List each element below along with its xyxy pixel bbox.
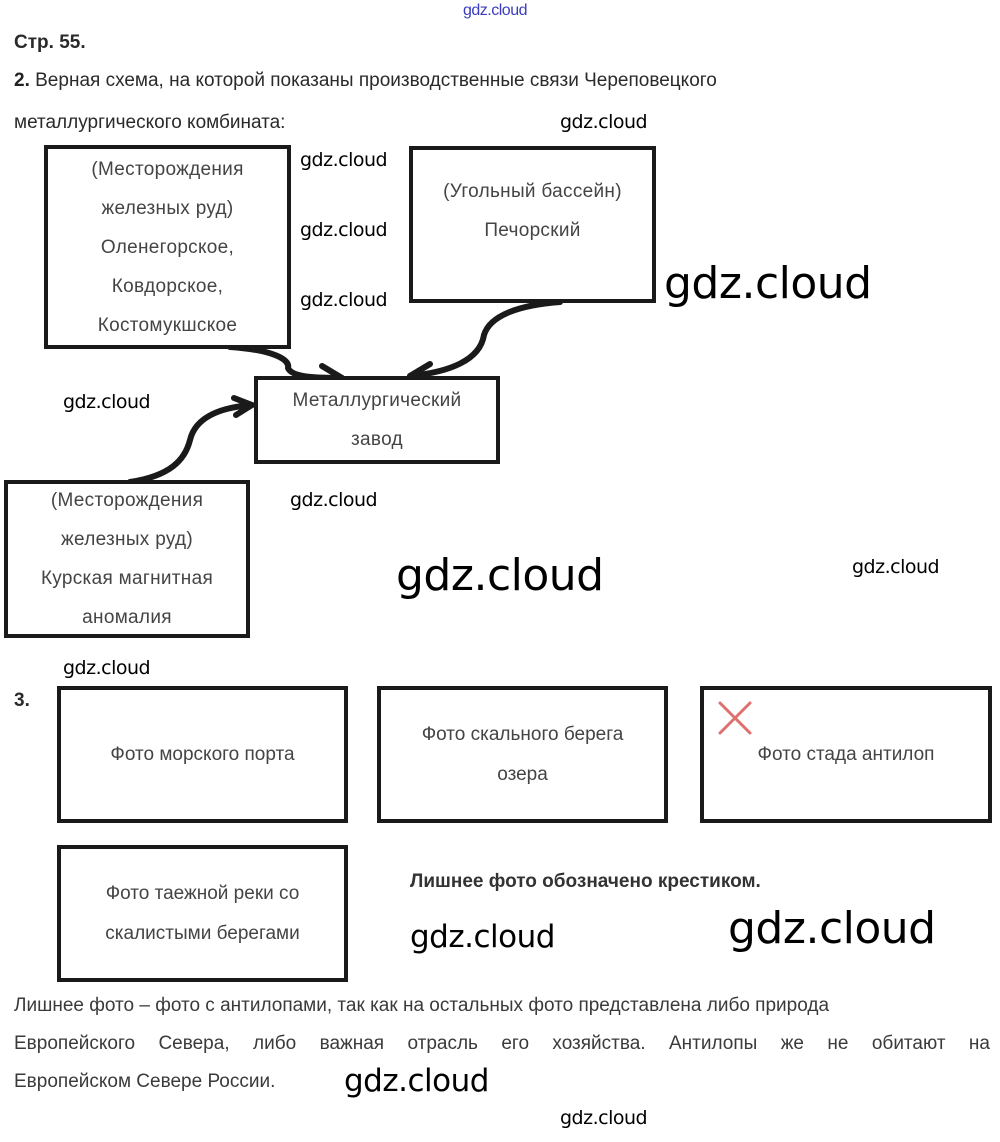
box-line: аномалия	[82, 607, 172, 628]
watermark: gdz.cloud	[560, 1107, 648, 1129]
explanation-line: Европейском Севере России.	[14, 1071, 276, 1092]
box-line: железных руд)	[60, 529, 194, 550]
task2-text-line1: Верная схема, на которой показаны произв…	[29, 70, 717, 91]
box-line: завод	[351, 429, 403, 450]
watermark: gdz.cloud	[560, 111, 648, 133]
watermark: gdz.cloud	[728, 903, 936, 954]
box-line: (Месторождения	[50, 490, 204, 511]
task2-number: 2.	[14, 70, 30, 91]
watermark-top: gdz.cloud	[463, 2, 528, 19]
explanation-line: Лишнее фото – фото с антилопами, так как…	[14, 995, 830, 1016]
watermark: gdz.cloud	[300, 219, 388, 241]
watermark: gdz.cloud	[410, 919, 555, 955]
watermark: gdz.cloud	[396, 550, 604, 601]
photo-caption: Фото таежной реки со	[105, 882, 300, 904]
arrow-kursk-to-plant	[127, 402, 255, 485]
box-line: Костомукшское	[97, 314, 238, 336]
watermark: gdz.cloud	[290, 489, 378, 511]
photo-card-antelope-herd: Фото стада антилоп	[700, 686, 992, 823]
task2-heading: 2. Верная схема, на которой показаны про…	[14, 70, 717, 92]
watermark: gdz.cloud	[63, 657, 151, 679]
box-line: Ковдорское,	[111, 275, 224, 297]
arrow-coal-to-plant	[407, 299, 563, 379]
task3-number: 3.	[14, 690, 30, 711]
box-line: (Месторождения	[91, 158, 244, 180]
photo-caption: скалистыми берегами	[105, 922, 300, 944]
arrow-north-ore-to-plant	[227, 344, 345, 381]
box-line: Печорский	[484, 220, 581, 241]
box-line: железных руд)	[101, 197, 234, 219]
box-northern-ore-deposits: (Месторождения железных руд) Оленегорско…	[44, 145, 291, 349]
explanation-line: Европейского Севера, либо важная отрасль…	[14, 1033, 990, 1054]
photo-caption: Фото морского порта	[110, 743, 295, 765]
box-line: Металлургический	[292, 390, 462, 411]
watermark: gdz.cloud	[344, 1063, 489, 1099]
cross-note: Лишнее фото обозначено крестиком.	[410, 871, 761, 892]
cross-mark-icon	[718, 701, 752, 735]
photo-caption: озера	[497, 763, 548, 785]
photo-card-taiga-river: Фото таежной реки со скалистыми берегами	[57, 845, 348, 982]
photo-caption: Фото скального берега	[421, 723, 624, 745]
box-line: Оленегорское,	[100, 236, 235, 258]
watermark: gdz.cloud	[852, 556, 940, 578]
arrowhead-kursk	[231, 395, 255, 418]
watermark: gdz.cloud	[664, 258, 872, 309]
watermark: gdz.cloud	[63, 391, 151, 413]
photo-card-rocky-lake-shore: Фото скального берега озера	[377, 686, 668, 823]
box-metallurgical-plant: Металлургический завод	[254, 376, 500, 464]
explanation: Лишнее фото – фото с антилопами, так как…	[14, 987, 990, 1101]
photo-caption: Фото стада антилоп	[757, 743, 935, 765]
page-label: Стр. 55.	[14, 32, 86, 53]
box-line: (Угольный бассейн)	[443, 181, 622, 202]
task2-text-line2: металлургического комбината:	[14, 112, 286, 133]
box-line: Курская магнитная	[40, 568, 214, 589]
box-coal-basin: (Угольный бассейн) Печорский	[409, 146, 656, 303]
box-kursk-ore-deposits: (Месторождения железных руд) Курская маг…	[4, 480, 250, 638]
photo-card-sea-port: Фото морского порта	[57, 686, 348, 823]
watermark: gdz.cloud	[300, 289, 388, 311]
watermark: gdz.cloud	[300, 149, 388, 171]
